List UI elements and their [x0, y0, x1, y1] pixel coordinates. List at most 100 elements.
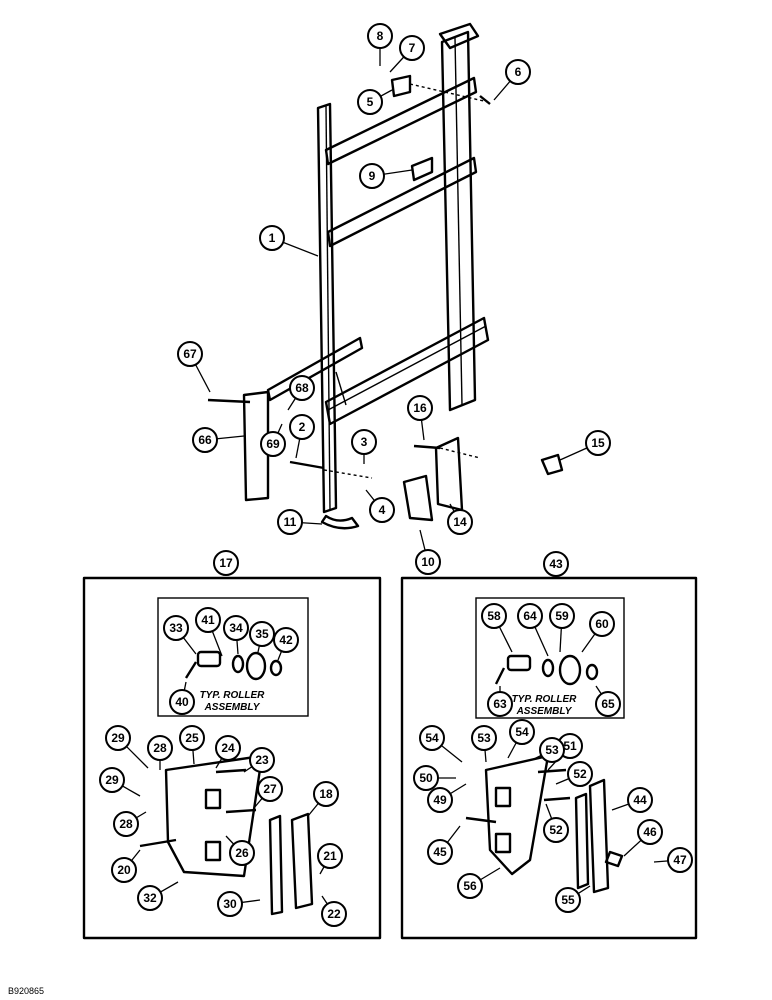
callout-label-63: 63	[493, 697, 507, 711]
callout-2: 2	[289, 414, 315, 440]
callout-5: 5	[357, 89, 383, 115]
document-id: B920865	[8, 986, 45, 996]
callout-circle-63	[487, 691, 513, 717]
left-caption-line1: TYP. ROLLER	[200, 690, 266, 701]
callout-circle-5	[357, 89, 383, 115]
callout-label-24: 24	[221, 741, 235, 755]
callout-label-26: 26	[235, 846, 249, 860]
callout-circle-52b	[543, 817, 569, 843]
assembly-lines	[323, 83, 489, 479]
callout-68: 68	[289, 375, 315, 401]
callout-circle-54b	[509, 719, 535, 745]
callout-65: 65	[595, 691, 621, 717]
callout-label-47: 47	[673, 853, 687, 867]
leader-lines	[111, 36, 681, 915]
callout-63: 63	[487, 691, 513, 717]
callout-circle-29b	[99, 767, 125, 793]
callout-circle-56	[457, 873, 483, 899]
callout-circle-16	[407, 395, 433, 421]
callout-circle-59	[549, 603, 575, 629]
callout-label-41: 41	[201, 613, 215, 627]
callout-label-28b: 28	[119, 817, 133, 831]
left-caption-line2: ASSEMBLY	[204, 702, 261, 713]
callout-7: 7	[399, 35, 425, 61]
callout-41: 41	[195, 607, 221, 633]
callout-circle-65	[595, 691, 621, 717]
callout-33: 33	[163, 615, 189, 641]
callout-label-25: 25	[185, 731, 199, 745]
callout-label-64: 64	[523, 609, 537, 623]
callout-3: 3	[351, 429, 377, 455]
right-caption-line1: TYP. ROLLER	[512, 694, 578, 705]
callout-label-22: 22	[327, 907, 341, 921]
callout-circle-1	[259, 225, 285, 251]
callout-circle-2	[289, 414, 315, 440]
callout-label-16: 16	[413, 401, 427, 415]
callout-label-58: 58	[487, 609, 501, 623]
callout-circle-43	[543, 551, 569, 577]
right-carriage	[465, 754, 624, 894]
callout-label-2: 2	[299, 420, 306, 434]
left-inset-box	[82, 576, 382, 940]
callout-label-29: 29	[111, 731, 125, 745]
callout-18: 18	[313, 781, 339, 807]
callout-circle-24	[215, 735, 241, 761]
callout-label-4: 4	[379, 503, 386, 517]
callout-45: 45	[427, 839, 453, 865]
callout-circle-3	[351, 429, 377, 455]
callout-label-9: 9	[369, 169, 376, 183]
callout-50: 50	[413, 765, 439, 791]
callout-label-1: 1	[269, 231, 276, 245]
callout-10: 10	[415, 549, 441, 575]
callout-label-49: 49	[433, 793, 447, 807]
callout-15: 15	[585, 430, 611, 456]
callout-46: 46	[637, 819, 663, 845]
callout-69: 69	[260, 431, 286, 457]
callout-label-34: 34	[229, 621, 243, 635]
callout-44: 44	[627, 787, 653, 813]
callout-label-15: 15	[591, 436, 605, 450]
callout-circle-58	[481, 603, 507, 629]
callout-label-52: 52	[573, 767, 587, 781]
callout-28: 28	[147, 735, 173, 761]
callout-circle-45	[427, 839, 453, 865]
callout-label-14: 14	[453, 515, 467, 529]
callout-34: 34	[223, 615, 249, 641]
callout-54b: 54	[509, 719, 535, 745]
callout-label-67: 67	[183, 347, 197, 361]
callout-circle-6	[505, 59, 531, 85]
callout-circle-67	[177, 341, 203, 367]
callout-16: 16	[407, 395, 433, 421]
callout-circle-30	[217, 891, 243, 917]
callout-56: 56	[457, 873, 483, 899]
callout-29: 29	[105, 725, 131, 751]
callout-label-3: 3	[361, 435, 368, 449]
callout-label-54: 54	[425, 731, 439, 745]
callout-21: 21	[317, 843, 343, 869]
callout-circle-21	[317, 843, 343, 869]
callout-14: 14	[447, 509, 473, 535]
callout-circle-17	[213, 550, 239, 576]
callout-label-29b: 29	[105, 773, 119, 787]
callout-circle-7	[399, 35, 425, 61]
callout-35: 35	[249, 621, 275, 647]
callout-label-32: 32	[143, 891, 157, 905]
callout-60: 60	[589, 611, 615, 637]
callout-55: 55	[555, 887, 581, 913]
left-carriage	[139, 754, 314, 916]
callout-label-21: 21	[323, 849, 337, 863]
callout-53: 53	[471, 725, 497, 751]
callout-label-35: 35	[255, 627, 269, 641]
callout-label-27: 27	[263, 782, 277, 796]
callout-circle-46	[637, 819, 663, 845]
callout-label-42: 42	[279, 633, 293, 647]
callout-20: 20	[111, 857, 137, 883]
callout-circle-35	[249, 621, 275, 647]
callout-circle-27	[257, 776, 283, 802]
callout-30: 30	[217, 891, 243, 917]
callout-47: 47	[667, 847, 693, 873]
callout-label-56: 56	[463, 879, 477, 893]
callout-label-51: 51	[563, 739, 577, 753]
